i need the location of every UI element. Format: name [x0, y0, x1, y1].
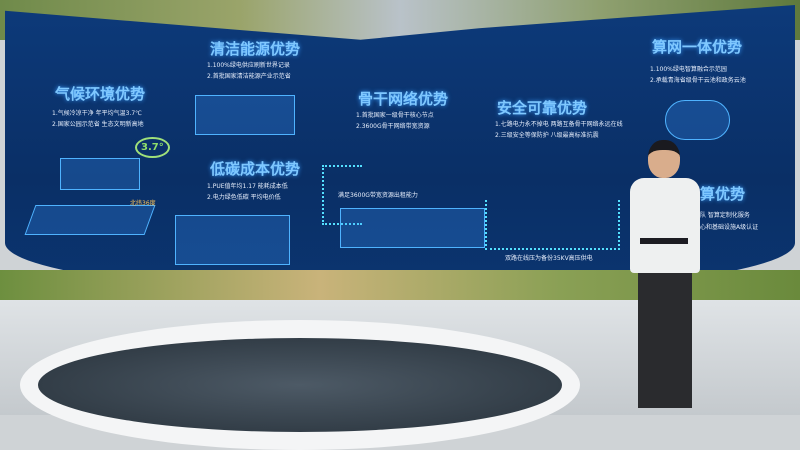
presenter-legs: [638, 273, 692, 408]
panel-line: 心和基础设施A级认证: [700, 224, 759, 231]
panel-title: 骨干网络优势: [358, 90, 449, 108]
panel-title: 低碳成本优势: [210, 160, 301, 178]
panel-line: 2.三级安全等保防护 八级最高标准抗震: [495, 132, 599, 139]
network-line: [322, 165, 362, 225]
presenter: [620, 140, 710, 415]
panel-line: 1.PUE值年均1.17 能耗成本低: [207, 183, 288, 190]
presenter-shirt: [630, 178, 700, 273]
panel-line: 1.100%绿电供应刷新世界记录: [207, 62, 290, 69]
panel-line: 1.气候冷凉干净 年平均气温3.7℃: [52, 110, 142, 117]
panel-line: 1.首批国家一级骨干核心节点: [356, 112, 434, 119]
panel-title: 清洁能源优势: [210, 40, 301, 58]
circular-floor-display: [20, 320, 580, 450]
temperature-badge: 3.7°: [135, 137, 170, 158]
map-graphic: [24, 205, 156, 235]
panel-title: 算优势: [700, 185, 746, 203]
panel-line: 2.首批国家清洁能源产业示范省: [207, 73, 291, 80]
wind-turbine-graphic: [195, 95, 295, 135]
building-graphic: [340, 208, 485, 248]
panel-title: 安全可靠优势: [497, 99, 588, 117]
panel-line: 1.七路电力永不掉电 两路互备骨干网络永远在线: [495, 121, 623, 128]
bandwidth-label: 满足3600G带宽资源出租能力: [338, 192, 418, 199]
tablet: [640, 238, 688, 244]
panel-title: 气候环境优势: [55, 85, 146, 103]
panel-line: 2.电力绿色低碳 平均电价低: [207, 194, 281, 201]
panel-line: 2.国家公园示范省 生态文明新高地: [52, 121, 144, 128]
datacenter-graphic: [175, 215, 290, 265]
cloud-graphic: [665, 100, 730, 140]
power-line: [485, 200, 620, 250]
latitude-label: 北纬36度: [130, 200, 156, 207]
panel-line: 队 智算定制化服务: [700, 212, 750, 219]
presenter-head: [648, 140, 680, 178]
panel-line: 2.承载青海省级骨干云池和政务云池: [650, 77, 746, 84]
panel-line: 1.100%绿电智算融合示范园: [650, 66, 727, 73]
panel-title: 算网一体优势: [652, 38, 743, 56]
panel-line: 2.3600G骨干网络带宽资源: [356, 123, 430, 130]
power-label: 双路在线压为备份35KV高压供电: [505, 255, 593, 262]
chart-graphic: [60, 158, 140, 190]
